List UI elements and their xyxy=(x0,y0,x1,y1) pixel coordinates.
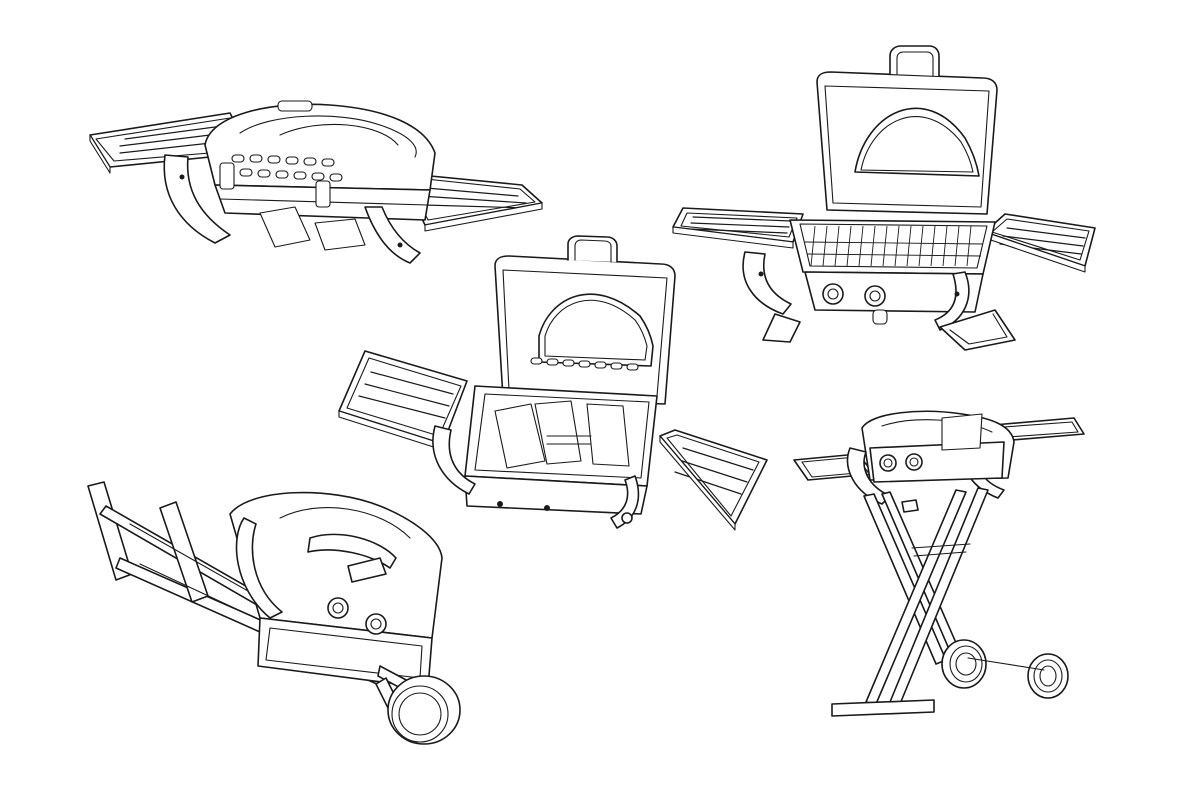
burner-knob-right-icon xyxy=(366,614,386,634)
firebox-with-burners xyxy=(465,386,657,514)
open-lid xyxy=(495,236,675,404)
control-panel xyxy=(805,272,983,312)
firebox-with-grate xyxy=(790,220,995,324)
lid-vent-slots xyxy=(232,155,342,181)
grill-standing-cart-view xyxy=(792,408,1092,730)
grill-side-legs xyxy=(164,155,420,263)
grill-legs xyxy=(743,252,1015,350)
cart-grill-head xyxy=(848,411,1014,504)
grill-open-burners-view xyxy=(335,236,775,546)
heat-deflector-plates xyxy=(495,401,629,468)
grill-lid xyxy=(205,101,435,190)
grill-closed-view xyxy=(80,95,550,275)
burner-knob-right-icon xyxy=(865,286,885,306)
burner-knob-left-icon xyxy=(328,598,348,618)
cart-x-frame xyxy=(864,488,988,704)
grill-legs xyxy=(433,426,638,528)
cart-wheel-icon xyxy=(388,676,460,744)
grill-folded-cart-view xyxy=(80,478,480,756)
burner-knob-left-icon xyxy=(880,455,896,471)
control-panel xyxy=(465,476,647,514)
left-latch-icon xyxy=(220,163,234,189)
right-latch-icon xyxy=(316,181,330,207)
burner-valve-right-icon xyxy=(545,506,550,511)
right-side-shelf xyxy=(985,214,1095,272)
tipped-grill-body xyxy=(230,493,442,688)
left-side-shelf xyxy=(673,208,803,248)
burner-valve-left-icon xyxy=(498,502,503,507)
left-side-shelf xyxy=(339,351,467,450)
grill-open-grate-view xyxy=(665,42,1105,352)
right-side-shelf xyxy=(400,173,542,231)
right-side-shelf xyxy=(660,430,767,530)
cart-wheel-left-icon xyxy=(942,640,986,688)
burner-knob-left-icon xyxy=(823,284,843,304)
open-lid xyxy=(817,46,997,214)
cart-base-bar xyxy=(832,700,934,716)
cooking-grate xyxy=(805,226,983,266)
lid-vent-slots xyxy=(531,358,638,370)
burner-knob-right-icon xyxy=(906,454,922,470)
cart-wheel-right-icon xyxy=(968,654,1068,698)
